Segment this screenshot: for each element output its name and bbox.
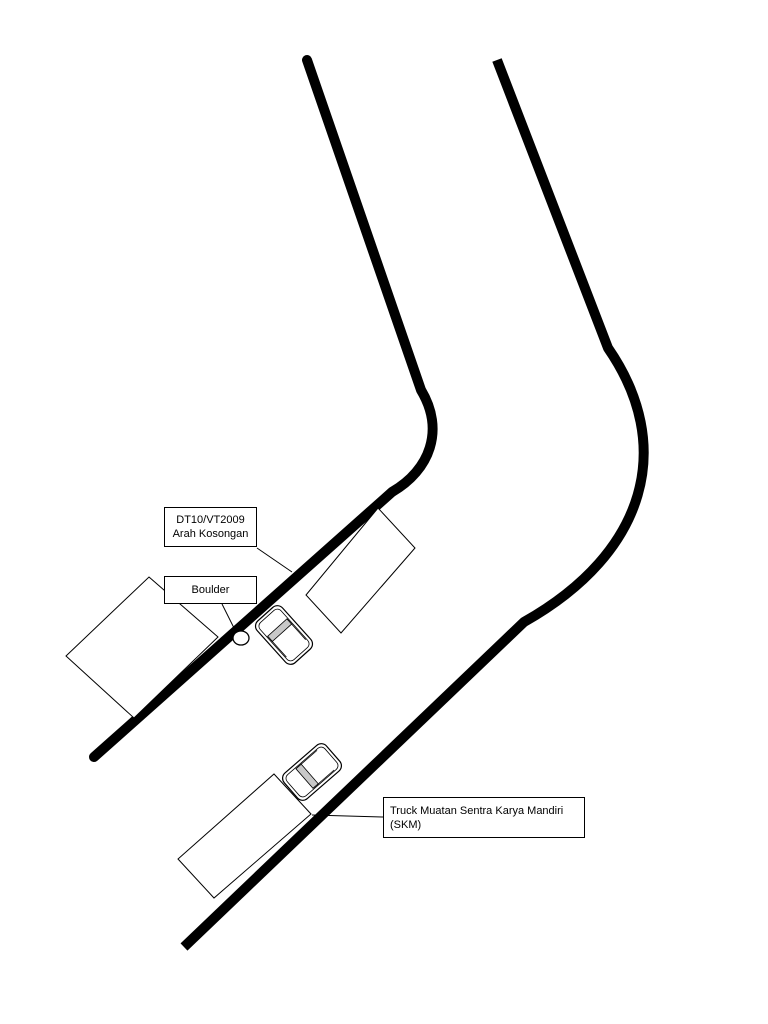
truck-skm-cab (281, 743, 343, 801)
label-dt10-line1: DT10/VT2009 (176, 514, 245, 526)
leader-dt10 (256, 547, 293, 573)
label-boulder: Boulder (164, 576, 257, 604)
truck-skm (177, 743, 343, 899)
truck-skm-body (177, 773, 312, 899)
label-dt10-vt2009: DT10/VT2009 Arah Kosongan (164, 507, 257, 547)
leader-skm (311, 814, 384, 818)
truck-dt10-cab (254, 605, 314, 665)
leader-boulder (221, 603, 237, 633)
road-edge-left (89, 55, 438, 762)
label-boulder-text: Boulder (191, 584, 230, 596)
boulder-rock (232, 630, 250, 646)
label-skm-line1: Truck Muatan Sentra Karya Mandiri (390, 805, 564, 817)
label-truck-skm: Truck Muatan Sentra Karya Mandiri (SKM) (383, 797, 585, 838)
label-dt10-line2: Arah Kosongan (172, 528, 249, 540)
label-skm-line2: (SKM) (390, 819, 422, 831)
truck-dt10-body (305, 507, 416, 634)
truck-dt10-vt2009 (254, 507, 416, 665)
road-edge-right (180, 58, 649, 951)
area-left (65, 576, 219, 719)
